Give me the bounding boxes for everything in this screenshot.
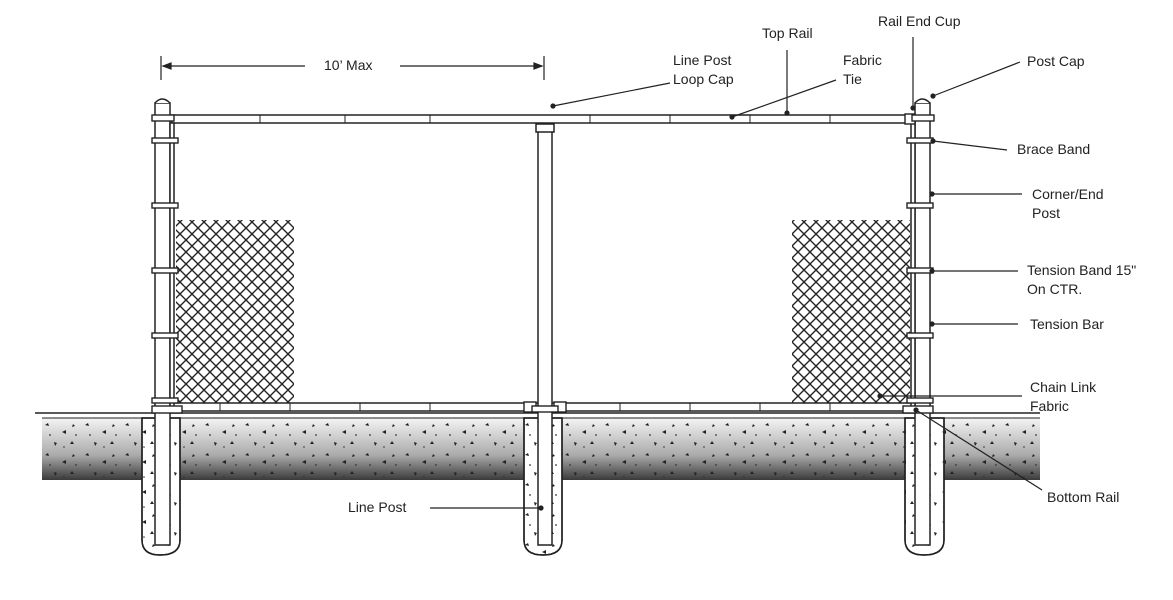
top-rail	[171, 114, 913, 124]
label-top-rail: Top Rail	[762, 25, 813, 41]
label-corner-end-post: Corner/End Post	[1032, 186, 1104, 221]
chain-link-fabric-right	[792, 220, 910, 404]
corner-post-left	[154, 102, 171, 546]
label-tension-bar: Tension Bar	[1030, 316, 1104, 332]
label-line-post-loop-cap: Line Post Loop Cap	[673, 52, 734, 87]
label-brace-band: Brace Band	[1017, 141, 1091, 157]
tension-bar-right	[910, 122, 916, 409]
dimension-label: 10’ Max	[324, 57, 373, 73]
leader-lines	[430, 37, 1043, 511]
label-bottom-rail: Bottom Rail	[1047, 489, 1120, 505]
dimension-line	[160, 56, 545, 80]
chain-link-fabric-left	[176, 220, 294, 404]
label-post-cap: Post Cap	[1027, 53, 1085, 69]
tension-bar-left	[169, 122, 175, 409]
label-rail-end-cup: Rail End Cup	[878, 13, 961, 29]
line-post	[537, 123, 553, 546]
label-fabric-tie: Fabric Tie	[843, 52, 882, 87]
corner-post-right	[914, 102, 931, 546]
label-tension-band: Tension Band 15" On CTR.	[1027, 262, 1137, 297]
label-chain-link-fabric: Chain Link Fabric	[1030, 379, 1097, 414]
label-line-post: Line Post	[348, 499, 407, 515]
